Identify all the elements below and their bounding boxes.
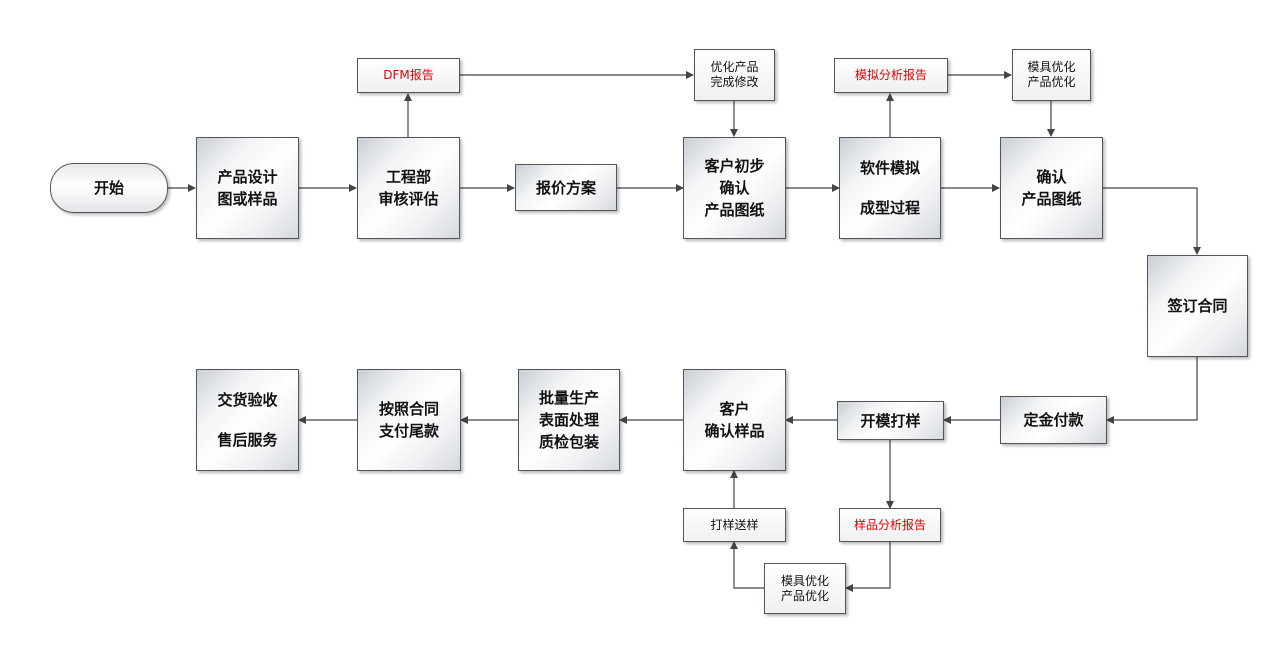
simulation-report-label: 模拟分析报告 [854,68,927,82]
mold-optimization-bottom-label: 模具优化 产品优化 [780,573,829,603]
send-sample-label: 打样送样 [710,517,759,532]
deposit-step[interactable]: 定金付款 [1000,396,1107,444]
software-simulation-step[interactable]: 软件模拟 成型过程 [839,137,941,239]
sign-contract-label: 签订合同 [1167,297,1228,315]
engineering-review-step[interactable]: 工程部 审核评估 [357,137,460,239]
quotation-label: 报价方案 [535,178,596,197]
simulation-report-box[interactable]: 模拟分析报告 [834,58,948,93]
mold-optimization-top-box[interactable]: 模具优化 产品优化 [1012,49,1091,101]
customer-confirm-sample-label: 客户 确认样品 [704,400,765,440]
delivery-step[interactable]: 交货验收 售后服务 [196,369,299,471]
mold-sample-label: 开模打样 [860,411,921,430]
sample-report-box[interactable]: 样品分析报告 [839,508,941,542]
customer-confirm-sample-step[interactable]: 客户 确认样品 [683,369,786,471]
arrow-final-to-contract [1103,187,1201,255]
product-design-label: 产品设计 图或样品 [217,168,278,208]
mold-optimization-bottom-box[interactable]: 模具优化 产品优化 [764,563,846,614]
arrow-contract-to-deposit [1106,357,1198,424]
pay-balance-step[interactable]: 按照合同 支付尾款 [357,369,461,471]
customer-confirm-drawing-step[interactable]: 客户初步 确认 产品图纸 [683,137,786,239]
product-design-step[interactable]: 产品设计 图或样品 [196,137,299,239]
confirm-drawing-step[interactable]: 确认 产品图纸 [1000,137,1103,239]
dfm-report-label: DFM报告 [383,68,434,82]
mold-sample-step[interactable]: 开模打样 [837,401,944,440]
send-sample-box[interactable]: 打样送样 [683,508,786,542]
mold-optimization-top-label: 模具优化 产品优化 [1027,60,1076,89]
software-simulation-label: 软件模拟 成型过程 [859,159,920,217]
arrow-samplereport-to-moldopt [845,542,891,592]
optimize-product-box[interactable]: 优化产品 完成修改 [694,49,775,101]
confirm-drawing-label: 确认 产品图纸 [1021,168,1082,208]
pay-balance-label: 按照合同 支付尾款 [378,400,439,440]
quotation-step[interactable]: 报价方案 [515,164,617,211]
arrow-moldopt-to-send [730,541,764,589]
optimize-product-label: 优化产品 完成修改 [710,60,759,89]
dfm-report-box[interactable]: DFM报告 [357,58,460,93]
mass-production-step[interactable]: 批量生产 表面处理 质检包装 [518,369,620,471]
sign-contract-step[interactable]: 签订合同 [1147,255,1248,357]
engineering-review-label: 工程部 审核评估 [378,168,439,208]
customer-confirm-drawing-label: 客户初步 确认 产品图纸 [704,157,765,219]
sample-report-label: 样品分析报告 [853,517,926,532]
start-label: 开始 [93,179,124,197]
delivery-label: 交货验收 售后服务 [217,391,278,449]
deposit-label: 定金付款 [1023,411,1084,429]
start-terminal[interactable]: 开始 [50,163,168,213]
mass-production-label: 批量生产 表面处理 质检包装 [538,389,599,451]
